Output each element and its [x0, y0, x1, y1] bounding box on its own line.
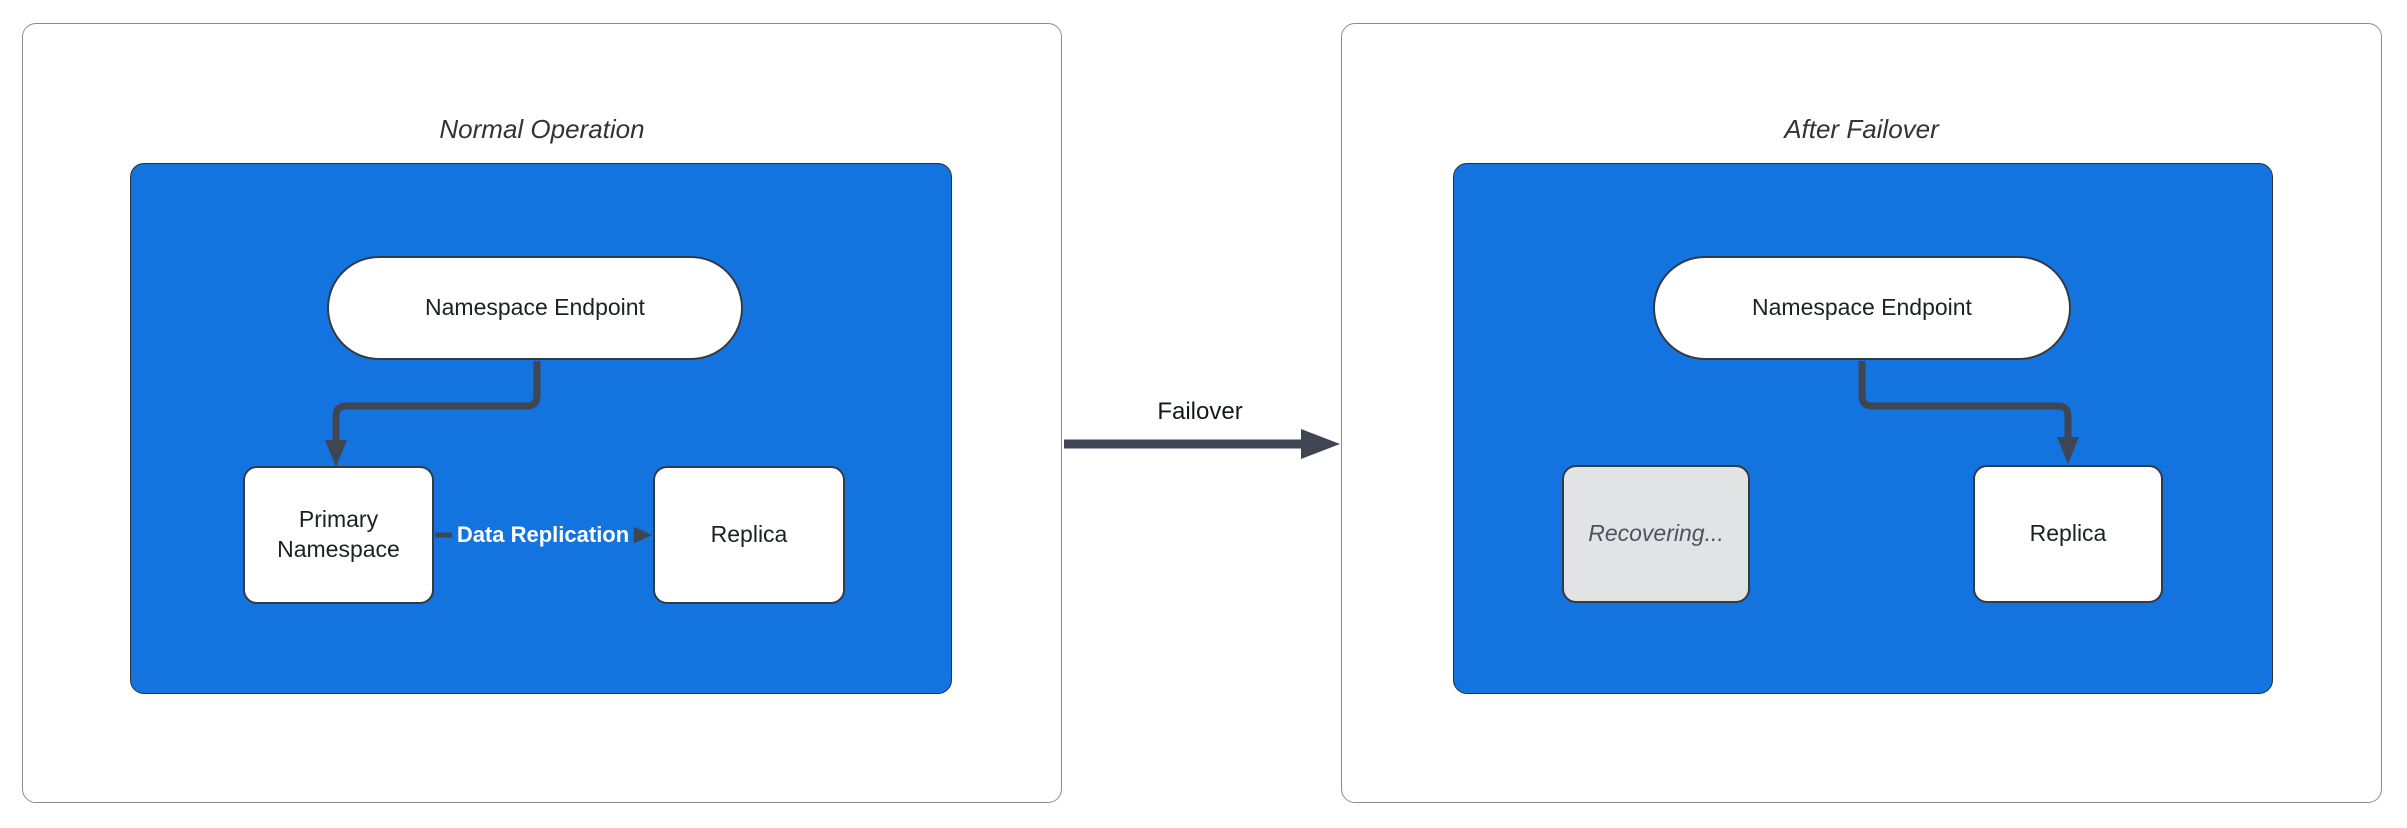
node-label: Namespace Endpoint: [425, 294, 645, 321]
node-namespace-endpoint-left: Namespace Endpoint: [327, 256, 743, 360]
namespace-container-failover: [1453, 163, 2273, 694]
node-label: Replica: [2029, 520, 2107, 547]
panel-title-after-failover: After Failover: [1784, 114, 1939, 144]
node-namespace-endpoint-right: Namespace Endpoint: [1653, 256, 2071, 360]
node-label: Primary Namespace: [277, 506, 400, 562]
node-recovering: Recovering...: [1562, 465, 1750, 603]
node-primary-namespace: Primary Namespace: [243, 466, 434, 604]
node-replica-right: Replica: [1973, 465, 2163, 603]
panel-title-normal-operation: Normal Operation: [439, 114, 645, 144]
edge-label-failover: Failover: [1157, 398, 1243, 425]
namespace-container-normal: [130, 163, 952, 694]
node-label: Namespace Endpoint: [1752, 294, 1972, 321]
arrowhead-failover-icon: [1301, 429, 1340, 459]
node-replica-left: Replica: [653, 466, 845, 604]
edge-label-data-replication: Data Replication: [451, 520, 635, 550]
node-label: Recovering...: [1588, 520, 1724, 547]
node-label: Replica: [710, 521, 788, 548]
